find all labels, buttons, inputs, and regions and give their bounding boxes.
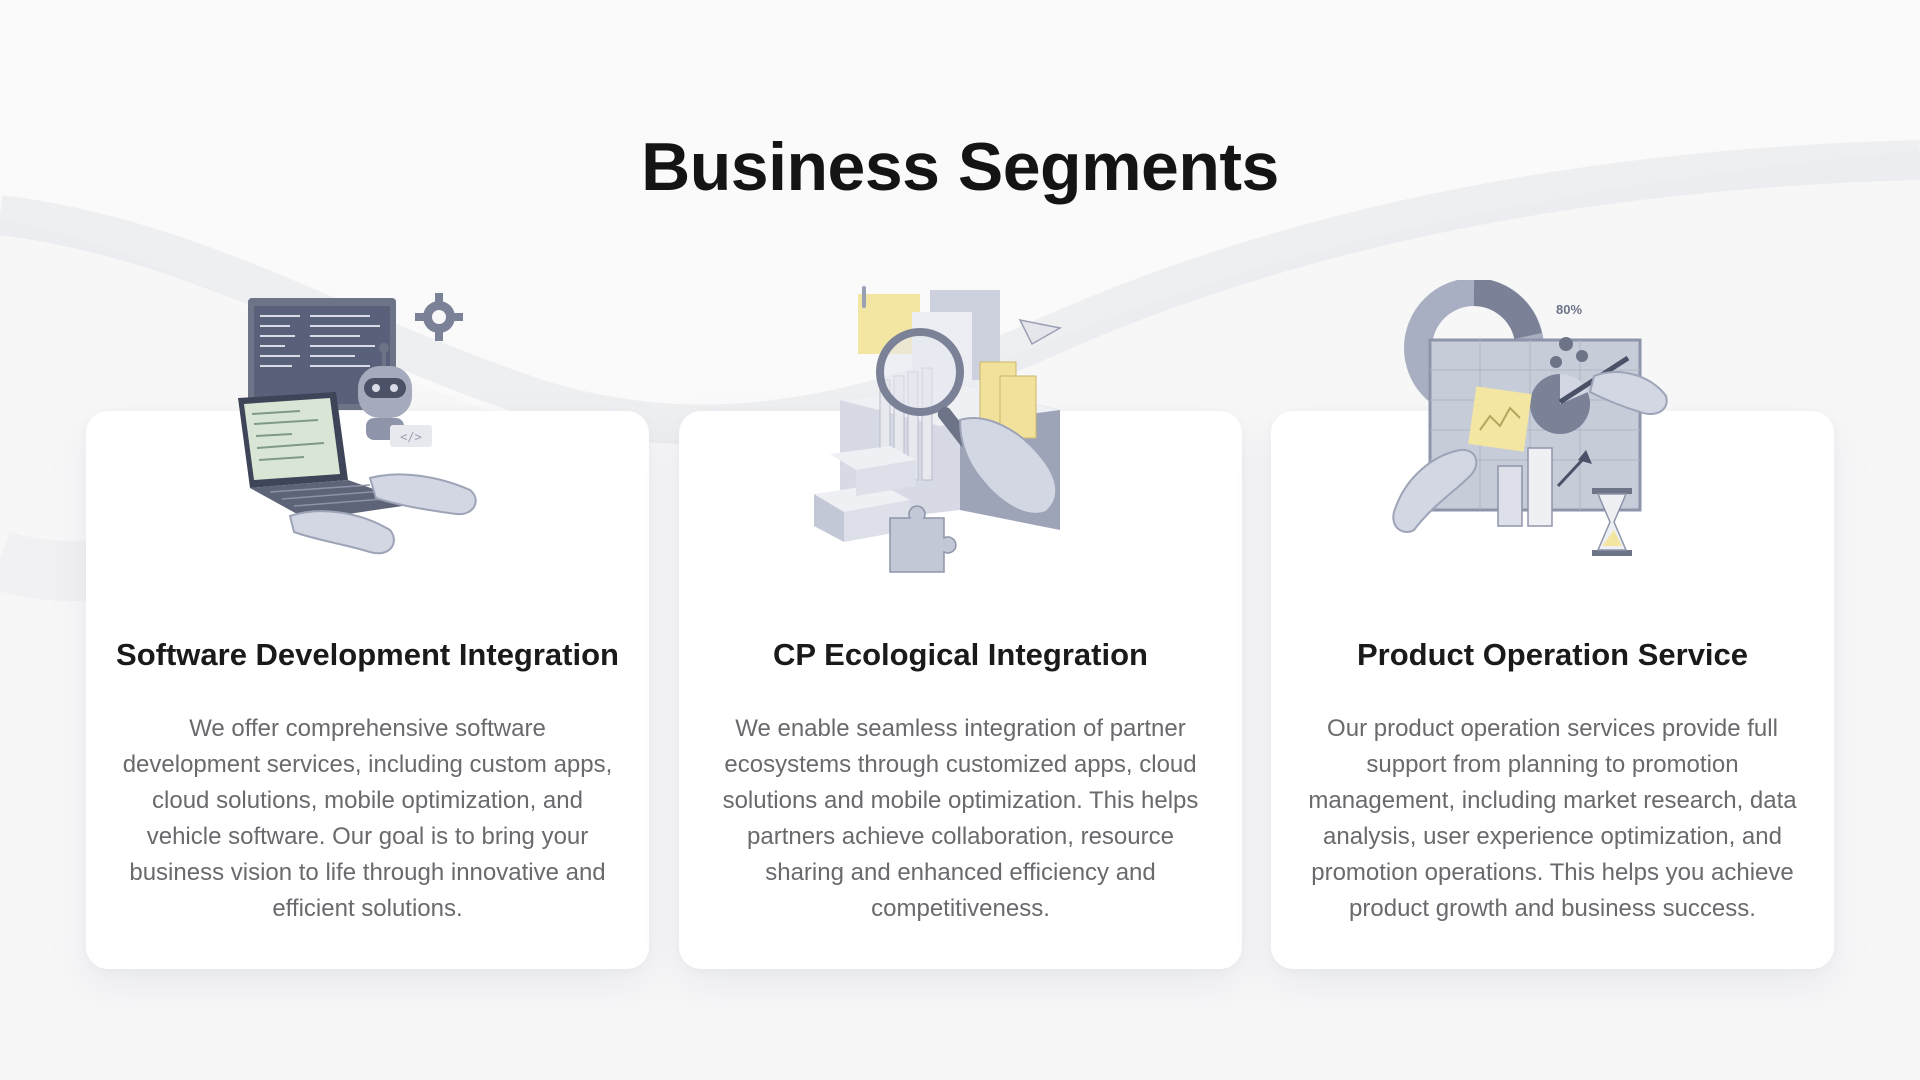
analytics-dashboard-icon: 80%: [1392, 280, 1668, 556]
developer-laptop-robot-icon: </>: [238, 293, 477, 555]
card-description: We enable seamless integration of partne…: [722, 715, 1199, 922]
card-description: Our product operation services provide f…: [1308, 715, 1797, 922]
card-title: Software Development Integration: [116, 637, 619, 672]
page-title: Business Segments: [641, 129, 1279, 205]
chart-percent-label: 80%: [1556, 302, 1582, 317]
card-description: We offer comprehensive software developm…: [122, 715, 613, 922]
code-tag: </>: [400, 430, 422, 444]
card-title: Product Operation Service: [1356, 637, 1749, 672]
file-cabinet-magnifier-icon: [814, 286, 1063, 573]
card-title: CP Ecological Integration: [773, 637, 1148, 672]
